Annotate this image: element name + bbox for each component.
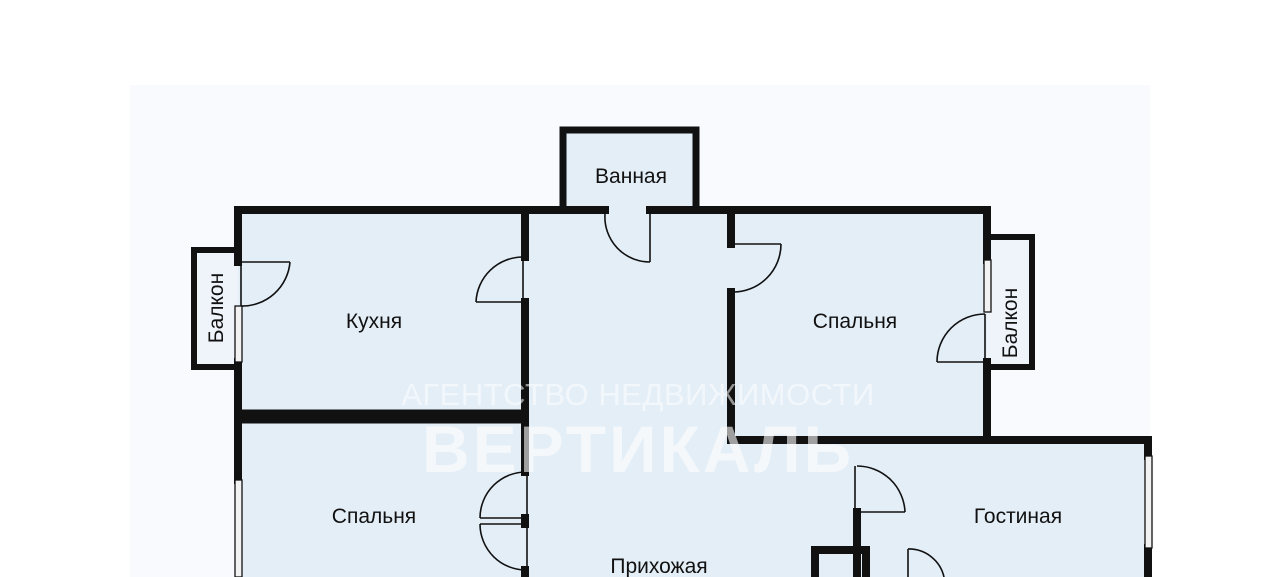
label-bedroom-right: Спальня (813, 310, 897, 333)
balcony-right-floor (987, 237, 1032, 367)
door-bedroom-balcony (936, 313, 986, 363)
room-floors (194, 130, 1148, 577)
living-room-floor (855, 440, 1148, 577)
walls (191, 126, 1152, 577)
door-bedroom-left-lower (479, 523, 528, 571)
watermark: АГЕНТСТВО НЕДВИЖИМОСТИ ВЕРТИКАЛЬ (401, 377, 875, 486)
label-hallway: Прихожая (610, 555, 707, 577)
room-labels: Ванная Кухня Спальня Спальня Гостиная Пр… (205, 165, 1062, 577)
watermark-brand: ВЕРТИКАЛЬ (422, 412, 854, 486)
label-living-room: Гостиная (974, 505, 1062, 528)
bedroom-right-floor (731, 210, 987, 440)
balcony-left-floor (194, 250, 238, 367)
door-kitchen (475, 256, 524, 303)
balcony-right-wall (984, 234, 1035, 370)
doors (240, 212, 986, 577)
window-kitchen-balcony (234, 305, 243, 363)
closet-wall (811, 546, 870, 577)
door-living-room (854, 465, 906, 513)
window-left-bedroom (234, 479, 243, 577)
balcony-left-wall (191, 247, 241, 370)
label-bathroom: Ванная (595, 165, 667, 188)
door-bathroom (604, 212, 651, 263)
label-kitchen: Кухня (346, 310, 402, 333)
watermark-agency-line: АГЕНТСТВО НЕДВИЖИМОСТИ (401, 377, 875, 412)
bathroom-wall (559, 126, 700, 214)
window-right-bedroom (983, 259, 992, 313)
bathroom-floor (563, 130, 696, 210)
label-bedroom-left: Спальня (332, 505, 416, 528)
label-balcony-left: Балкон (205, 273, 228, 343)
bedroom-left-floor (238, 420, 525, 577)
door-bedroom-right (732, 243, 782, 293)
door-bedroom-left-upper (479, 471, 528, 519)
window-living-room (1144, 455, 1153, 549)
hallway-floor (525, 210, 731, 577)
label-balcony-right: Балкон (999, 288, 1022, 358)
hallway-floor-east (731, 440, 855, 577)
door-kitchen-balcony (240, 261, 291, 307)
door-living-inner (907, 548, 945, 577)
windows (234, 259, 1153, 577)
kitchen-floor (238, 210, 525, 410)
